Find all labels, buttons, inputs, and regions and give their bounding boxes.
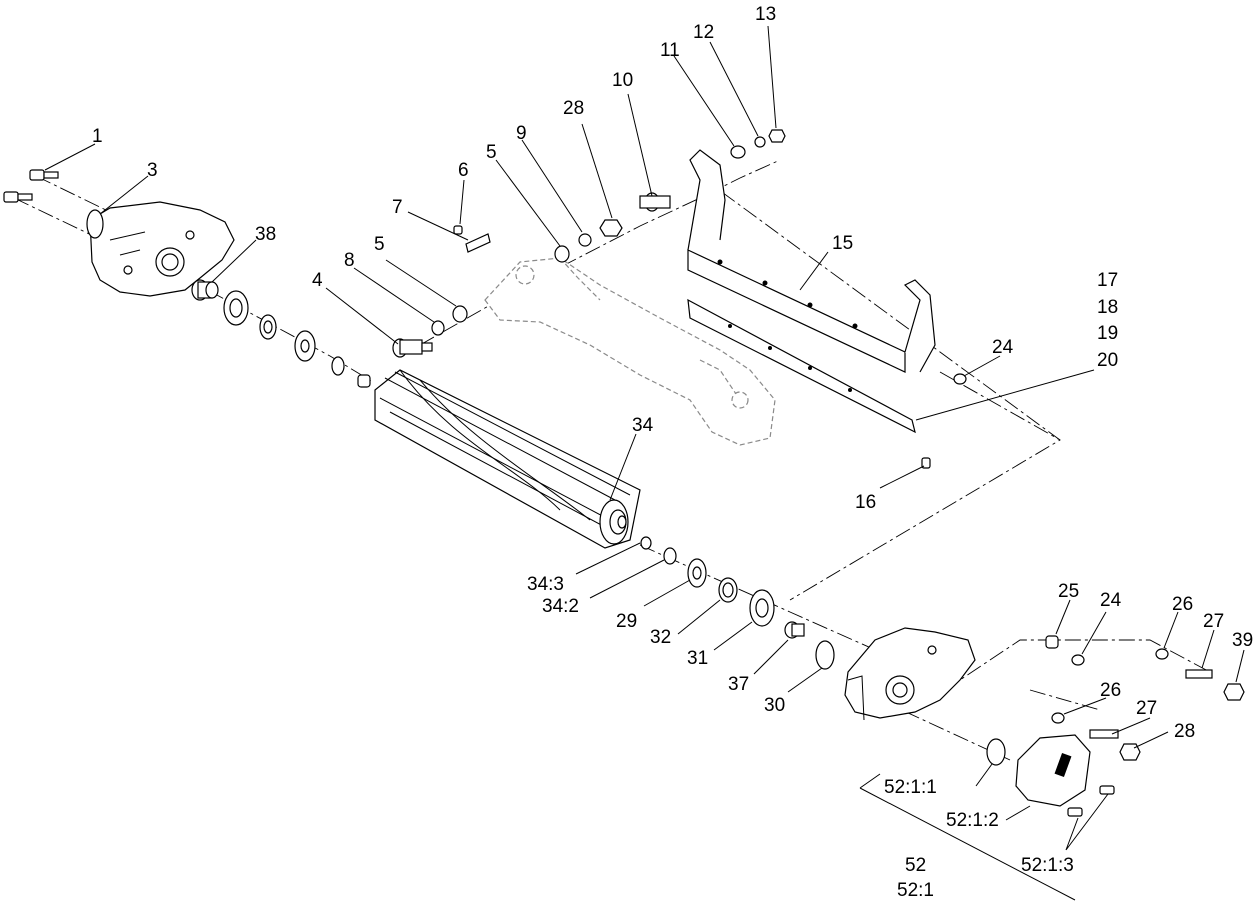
left-side-plate	[89, 201, 235, 297]
label-52: 52	[905, 855, 926, 876]
group-bracket	[859, 773, 1076, 901]
bolt-10	[639, 192, 671, 212]
bushing-5a	[554, 245, 570, 263]
label-25: 25	[1058, 581, 1079, 602]
stud-27a	[1185, 669, 1213, 679]
washer-24a	[953, 373, 967, 385]
washer-24b	[1071, 654, 1085, 666]
reel-34	[374, 369, 641, 549]
label-26b: 26	[1100, 680, 1121, 701]
label-9: 9	[516, 123, 527, 144]
left-bearing	[223, 290, 249, 326]
label-34-2: 34:2	[542, 596, 579, 617]
bedknife	[687, 298, 916, 434]
spacer-34-3	[640, 536, 652, 550]
label-52-1-1: 52:1:1	[884, 777, 937, 798]
label-11: 11	[660, 40, 680, 61]
label-1: 1	[92, 126, 103, 147]
bolt-1	[29, 169, 59, 181]
cover-52	[986, 734, 1115, 817]
spacer-25	[1045, 635, 1059, 649]
label-16: 16	[855, 492, 876, 513]
leader-lines	[44, 25, 1245, 851]
label-15: 15	[832, 233, 853, 254]
label-39: 39	[1232, 630, 1253, 651]
bearing-31	[749, 589, 775, 627]
bushing-37	[784, 621, 805, 639]
nut-13	[768, 129, 786, 143]
label-34-3: 34:3	[527, 574, 564, 595]
stud-27b	[1089, 729, 1119, 739]
screw-16	[921, 457, 931, 469]
label-52-1: 52:1	[897, 880, 934, 901]
label-12: 12	[693, 22, 714, 43]
label-24a: 24	[992, 337, 1014, 358]
nut-28a	[599, 219, 623, 237]
label-34: 34	[632, 415, 654, 436]
label-5b: 5	[374, 234, 385, 255]
label-5a: 5	[486, 142, 497, 163]
label-8: 8	[344, 250, 355, 271]
bolt-1b	[3, 191, 33, 203]
label-27a: 27	[1203, 611, 1224, 632]
washer-9	[578, 233, 592, 247]
left-spacer	[357, 374, 371, 388]
right-side-plate	[844, 627, 976, 721]
label-28a: 28	[563, 98, 584, 119]
bedbar-15	[687, 149, 936, 373]
label-52-1-3: 52:1:3	[1021, 855, 1074, 876]
label-4: 4	[312, 270, 323, 291]
label-31: 31	[687, 648, 708, 669]
label-30: 30	[764, 695, 785, 716]
label-28b: 28	[1174, 721, 1195, 742]
label-32: 32	[650, 627, 671, 648]
label-38: 38	[255, 224, 276, 245]
label-26a: 26	[1172, 594, 1193, 615]
nut-39	[1223, 683, 1245, 701]
washer-26a	[1155, 648, 1169, 660]
left-snap-ring	[331, 356, 345, 376]
washer-11	[730, 145, 746, 159]
label-24b: 24	[1100, 590, 1122, 611]
o-ring-8	[431, 320, 445, 336]
callout-labels: 1 3 38 6 7 5 9 28 10 11 12 13 5 8 4 15 1…	[92, 4, 1253, 901]
label-17: 17	[1097, 270, 1118, 291]
pivot-4	[392, 338, 433, 358]
frame-ghost	[484, 257, 776, 446]
bushing-38	[191, 279, 219, 301]
label-29: 29	[616, 611, 637, 632]
washer-26b	[1051, 712, 1065, 724]
label-52-1-2: 52:1:2	[946, 810, 999, 831]
label-20: 20	[1097, 350, 1118, 371]
plate-7	[465, 233, 491, 253]
label-13: 13	[755, 4, 776, 25]
label-37: 37	[728, 674, 749, 695]
label-19: 19	[1097, 323, 1118, 344]
label-18: 18	[1097, 297, 1118, 318]
bushing-5b	[452, 305, 468, 323]
ring-34-2	[663, 547, 677, 565]
label-7: 7	[392, 197, 403, 218]
o-ring-30	[815, 640, 835, 670]
washer-12	[754, 136, 766, 148]
label-6: 6	[458, 160, 469, 181]
o-ring-3	[86, 209, 104, 239]
label-3: 3	[147, 160, 158, 181]
label-27b: 27	[1136, 698, 1157, 719]
screw-6	[453, 225, 463, 235]
label-10: 10	[612, 70, 633, 91]
